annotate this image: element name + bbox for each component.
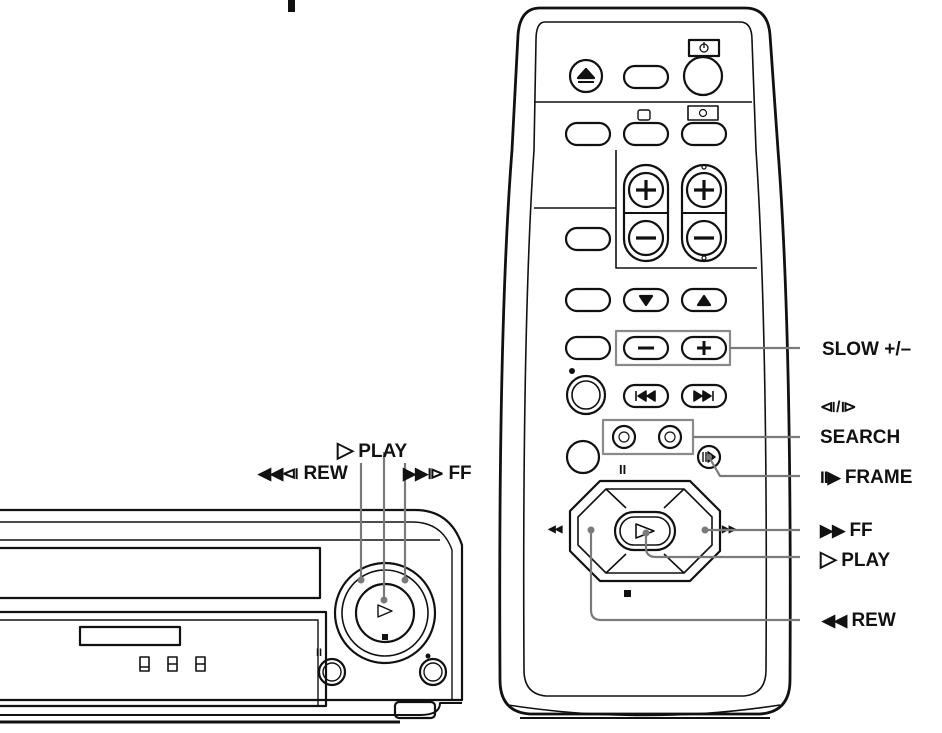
power-label-box [687,38,721,58]
up-button [680,287,728,313]
deck-body-outline [0,508,464,702]
remote-button [564,335,612,361]
remote-body [498,6,792,716]
deck-foot-pad [393,700,437,720]
slow-label: SLOW +/– [822,339,912,360]
play-glyph: ▷ [820,546,837,571]
down-button [622,287,670,313]
eject-button [568,58,604,94]
frame-glyph: II▶ [820,468,841,487]
vcr-deck: II [0,452,464,724]
tv-icon [637,109,651,121]
deck-rew-glyph: ◀◀⧏ [258,464,299,483]
remote-button [564,226,612,252]
frame-button [696,444,722,470]
rew-callout: ◀◀ REW [822,611,896,630]
play-label: PLAY [841,550,891,571]
remote-button [564,287,612,313]
power-button [682,55,724,97]
deck-ff-label: FF [448,463,472,484]
remote-button-round [565,439,601,475]
next-button [680,383,728,409]
deck-rec-button [418,657,448,687]
rew-leader [589,530,800,622]
search-ff-button [657,424,683,450]
remote-face [522,21,768,697]
deck-bottom [0,702,462,716]
deck-play-label: PLAY [358,441,408,462]
deck-ff-callout: ▶▶⧐ FF [403,464,472,483]
deck-pause-button [317,657,347,687]
search-rew-button [611,424,637,450]
deck-play-callout: ▷ PLAY [337,437,408,462]
remote-button [622,64,670,90]
deck-top-edge [0,521,453,700]
frame-callout: II▶ FRAME [820,468,912,487]
deck-play-glyph: ▷ [337,437,354,462]
svg-text:II: II [619,462,626,477]
svg-text:II: II [316,647,322,659]
remote-button [622,121,670,147]
rew-label: REW [851,610,896,631]
slow-plus-button [680,335,728,361]
deck-play-icon [377,604,393,618]
frame-leader [708,456,800,478]
prev-button [622,383,670,409]
deck-rew-label: REW [303,463,348,484]
play-leader [644,533,800,559]
frame-label: FRAME [844,467,913,488]
display-window [78,625,182,647]
search-highlight-box [601,418,695,456]
search-label: SEARCH [820,427,901,448]
front-panel [0,610,328,708]
cassette-slot [0,546,322,600]
cropped-heading-fragment [288,0,295,12]
deck-rew-callout: ◀◀⧏ REW [258,464,348,483]
remote-control: II ◀◀ ▶▶ [498,6,800,719]
rew-glyph: ◀◀ [822,611,847,630]
ff-glyph: ▶▶ [820,521,845,540]
ff-label: FF [849,520,873,541]
slow-minus-button [622,335,670,361]
play-callout: ▷ PLAY [820,546,891,571]
tv-power-button [680,121,728,147]
remote-button [564,121,612,147]
ff-callout: ▶▶ FF [820,521,873,540]
transport-ring [568,479,722,583]
play-button [613,510,677,552]
search-icons-label: ⧏/⧐ [820,399,857,416]
front-panel-inner [0,619,319,706]
record-button [565,374,607,416]
deck-stop-icon [382,634,388,640]
indicator-icon [139,656,150,672]
deck-ff-glyph: ▶▶⧐ [403,464,444,483]
svg-text:◀◀: ◀◀ [547,524,563,535]
